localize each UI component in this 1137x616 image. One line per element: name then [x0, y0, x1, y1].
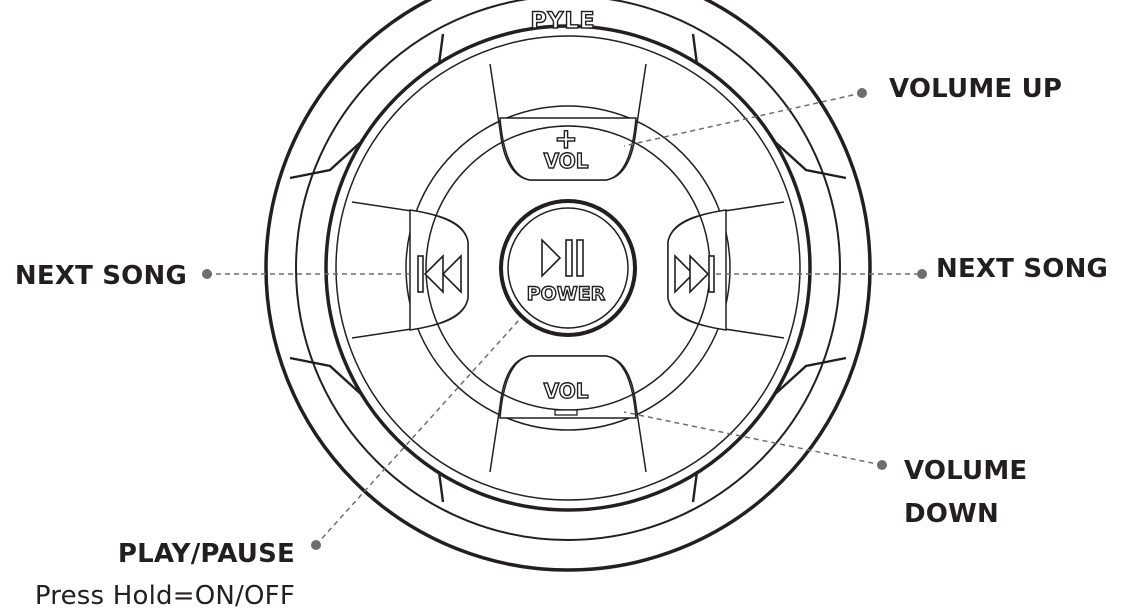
callout-next-song-left: NEXT SONG [14, 261, 187, 291]
callout-play-pause: PLAY/PAUSE [117, 539, 295, 569]
leader-dot-next-song-left [202, 269, 212, 279]
previous-track-icon [417, 254, 462, 294]
vol-up-label: VOL [544, 149, 589, 173]
brand-logo: PYLE [530, 9, 595, 34]
leader-lines [207, 92, 922, 546]
callout-volume-down-line1: VOLUME [904, 456, 1028, 486]
leader-dot-volume-up [857, 88, 867, 98]
play-pause-icon [541, 238, 584, 278]
callout-volume-down-line2: DOWN [904, 499, 999, 529]
leader-dot-volume-down [877, 460, 887, 470]
callout-next-song-right: NEXT SONG [936, 254, 1109, 284]
callout-press-hold: Press Hold=ON/OFF [34, 581, 295, 611]
vol-down-label: VOL [544, 379, 589, 403]
callout-volume-up: VOLUME UP [889, 74, 1063, 104]
vol-up-plus-icon: + [554, 122, 577, 155]
leader-dot-play-pause [311, 540, 321, 550]
leader-dot-next-song-right [917, 269, 927, 279]
power-label: POWER [527, 283, 606, 305]
vol-down-minus-icon [554, 409, 578, 416]
next-track-icon [674, 254, 715, 294]
middle-ring [405, 105, 731, 431]
leader-dots [202, 88, 927, 550]
